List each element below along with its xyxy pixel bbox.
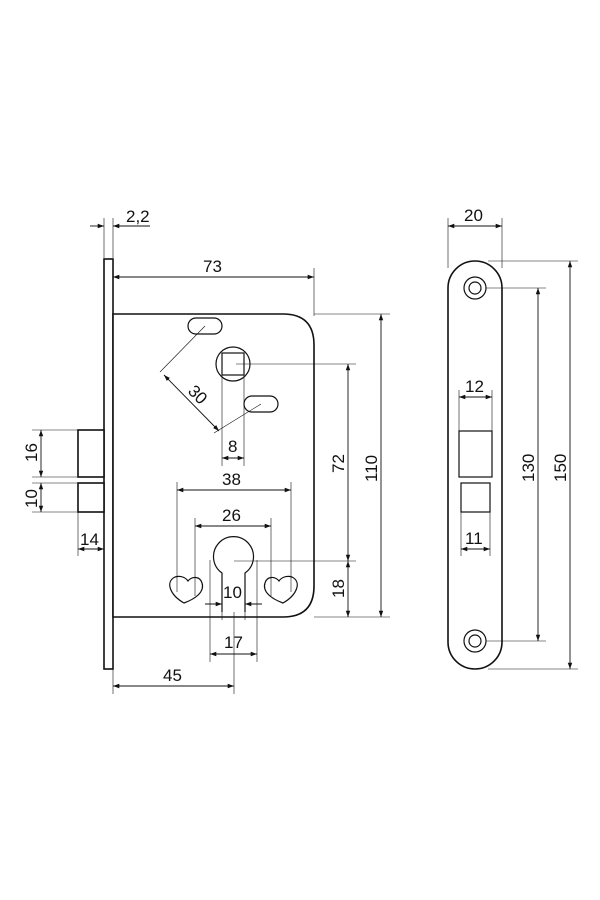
cylinder-cutout <box>212 536 255 612</box>
dim-spindle-square: 8 <box>228 437 237 456</box>
dim-latch-projection: 14 <box>80 530 99 549</box>
dim-cylinder-width: 17 <box>224 633 243 652</box>
dim-screw-spacing-narrow: 26 <box>222 506 241 525</box>
dim-faceplate-thickness: 2,2 <box>126 207 150 226</box>
strike-bolt-window <box>460 482 491 513</box>
dim-strike-hole-spacing: 130 <box>519 454 538 482</box>
dim-bolt-height: 10 <box>22 489 41 508</box>
strike-plate <box>447 260 503 670</box>
faceplate <box>103 258 114 670</box>
strike-latch-window <box>458 430 493 478</box>
dim-axis-distance: 72 <box>329 454 348 473</box>
lock-body-view: 2,2 73 110 72 18 30 8 38 <box>22 207 390 694</box>
dim-body-height: 110 <box>362 455 381 482</box>
lock-case <box>112 313 315 618</box>
screw-hole-right <box>263 575 298 604</box>
dim-latch-height: 16 <box>22 443 41 462</box>
screw-hole-top <box>187 317 223 335</box>
screw-hole-left <box>169 575 204 604</box>
dim-strike-bolt-window: 11 <box>465 529 483 548</box>
dim-cylinder-slot: 10 <box>223 583 242 602</box>
screw-hole-middle <box>243 395 279 413</box>
dim-strike-latch-window: 12 <box>465 377 484 396</box>
dead-bolt <box>77 482 105 513</box>
latch-bolt <box>77 429 105 478</box>
dim-cylinder-offset: 18 <box>329 579 348 598</box>
strike-screw-hole-top-inner <box>468 281 482 295</box>
dim-backset: 45 <box>163 666 182 685</box>
dim-strike-height: 150 <box>551 454 570 482</box>
dim-strike-width: 20 <box>464 206 483 225</box>
dim-body-width: 73 <box>203 257 222 276</box>
dim-screw-spacing-wide: 38 <box>222 470 241 489</box>
strike-plate-view: 20 12 11 130 150 <box>447 206 578 670</box>
strike-screw-hole-bottom-inner <box>468 634 482 648</box>
